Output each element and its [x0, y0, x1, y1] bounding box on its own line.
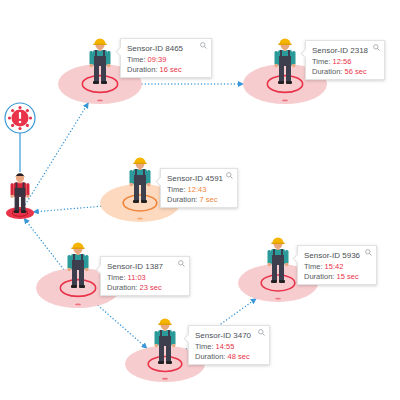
sensor-callout: Sensor-ID 1387Time: 11:03Duration: 23 se… — [100, 256, 190, 296]
worker-figure — [275, 38, 296, 84]
sensor-callout: Sensor-ID 3470Time: 14:55Duration: 48 se… — [188, 325, 270, 365]
sensor-reading: Time: 11:03 — [107, 273, 184, 283]
sensor-id: Sensor-ID 4591 — [167, 173, 232, 184]
callout-pointer — [301, 49, 311, 59]
worker-figure — [268, 238, 289, 284]
search-icon — [258, 329, 265, 336]
zone-mark — [162, 378, 168, 380]
worker-figure — [90, 38, 111, 84]
callout-pointer — [116, 47, 126, 57]
worker-figure — [68, 243, 89, 289]
zone-ring — [123, 195, 157, 211]
zone-ring — [82, 76, 117, 93]
sensor-reading: Duration: 56 sec — [312, 67, 379, 77]
sensor-reading: Time: 14:55 — [195, 342, 264, 352]
zone-ring — [12, 210, 27, 217]
search-icon — [178, 260, 185, 267]
zone-ring — [261, 275, 295, 291]
contact-link — [98, 306, 147, 348]
sensor-reading: Duration: 15 sec — [304, 272, 371, 282]
search-icon — [365, 249, 372, 256]
worker-figure — [155, 319, 176, 365]
worker-figure — [130, 158, 151, 204]
contact-link — [34, 206, 101, 212]
sensor-reading: Duration: 23 sec — [107, 283, 184, 293]
sensor-callout: Sensor-ID 5936Time: 15:42Duration: 15 se… — [297, 245, 377, 285]
zone-ring — [267, 76, 302, 93]
leader-line — [19, 133, 20, 172]
virus-badge — [5, 103, 35, 133]
sensor-reading: Duration: 16 sec — [127, 65, 206, 75]
sensor-worker: Sensor-ID 2318Time: 12:56Duration: 56 se… — [243, 64, 327, 104]
zone-mark — [275, 298, 281, 300]
callout-pointer — [156, 177, 166, 187]
infected-person — [6, 207, 34, 219]
sensor-id: Sensor-ID 8465 — [127, 43, 206, 54]
sensor-callout: Sensor-ID 8465Time: 09:39Duration: 16 se… — [120, 38, 212, 78]
zone-mark — [282, 100, 288, 102]
zone-mark — [97, 100, 103, 102]
sensor-reading: Time: 12:56 — [312, 57, 379, 67]
sensor-reading: Time: 09:39 — [127, 55, 206, 65]
callout-pointer — [293, 254, 303, 264]
sensor-id: Sensor-ID 3470 — [195, 330, 264, 341]
infected-zone — [6, 207, 34, 219]
sensor-callout: Sensor-ID 4591Time: 12:43Duration: 7 sec — [160, 168, 238, 208]
zone-ring — [60, 280, 95, 297]
sensor-reading: Time: 15:42 — [304, 262, 371, 272]
callout-pointer — [184, 334, 194, 344]
contact-link — [24, 103, 89, 207]
sensor-worker: Sensor-ID 3470Time: 14:55Duration: 48 se… — [125, 346, 205, 382]
sensor-reading: Duration: 48 sec — [195, 352, 264, 362]
virus-symbol — [8, 106, 32, 130]
sensor-reading: Time: 12:43 — [167, 185, 232, 195]
sensor-id: Sensor-ID 1387 — [107, 261, 184, 272]
search-icon — [373, 44, 380, 51]
sensor-worker: Sensor-ID 8465Time: 09:39Duration: 16 se… — [58, 64, 142, 104]
sensor-id: Sensor-ID 2318 — [312, 45, 379, 56]
sensor-worker: Sensor-ID 4591Time: 12:43Duration: 7 sec — [100, 184, 180, 222]
sensor-zone — [6, 207, 34, 219]
sensor-worker: Sensor-ID 5936Time: 15:42Duration: 15 se… — [238, 264, 318, 302]
zone-mark — [75, 304, 81, 306]
contact-link — [24, 219, 63, 270]
zone-mark — [137, 218, 143, 220]
search-icon — [200, 42, 207, 49]
zone-ring — [148, 356, 182, 371]
sensor-callout: Sensor-ID 2318Time: 12:56Duration: 56 se… — [305, 40, 385, 80]
sensor-worker: Sensor-ID 1387Time: 11:03Duration: 23 se… — [36, 268, 120, 308]
sensor-reading: Duration: 7 sec — [167, 195, 232, 205]
sensor-id: Sensor-ID 5936 — [304, 250, 371, 261]
infected-worker — [11, 173, 30, 213]
search-icon — [226, 172, 233, 179]
contact-link — [142, 83, 243, 84]
